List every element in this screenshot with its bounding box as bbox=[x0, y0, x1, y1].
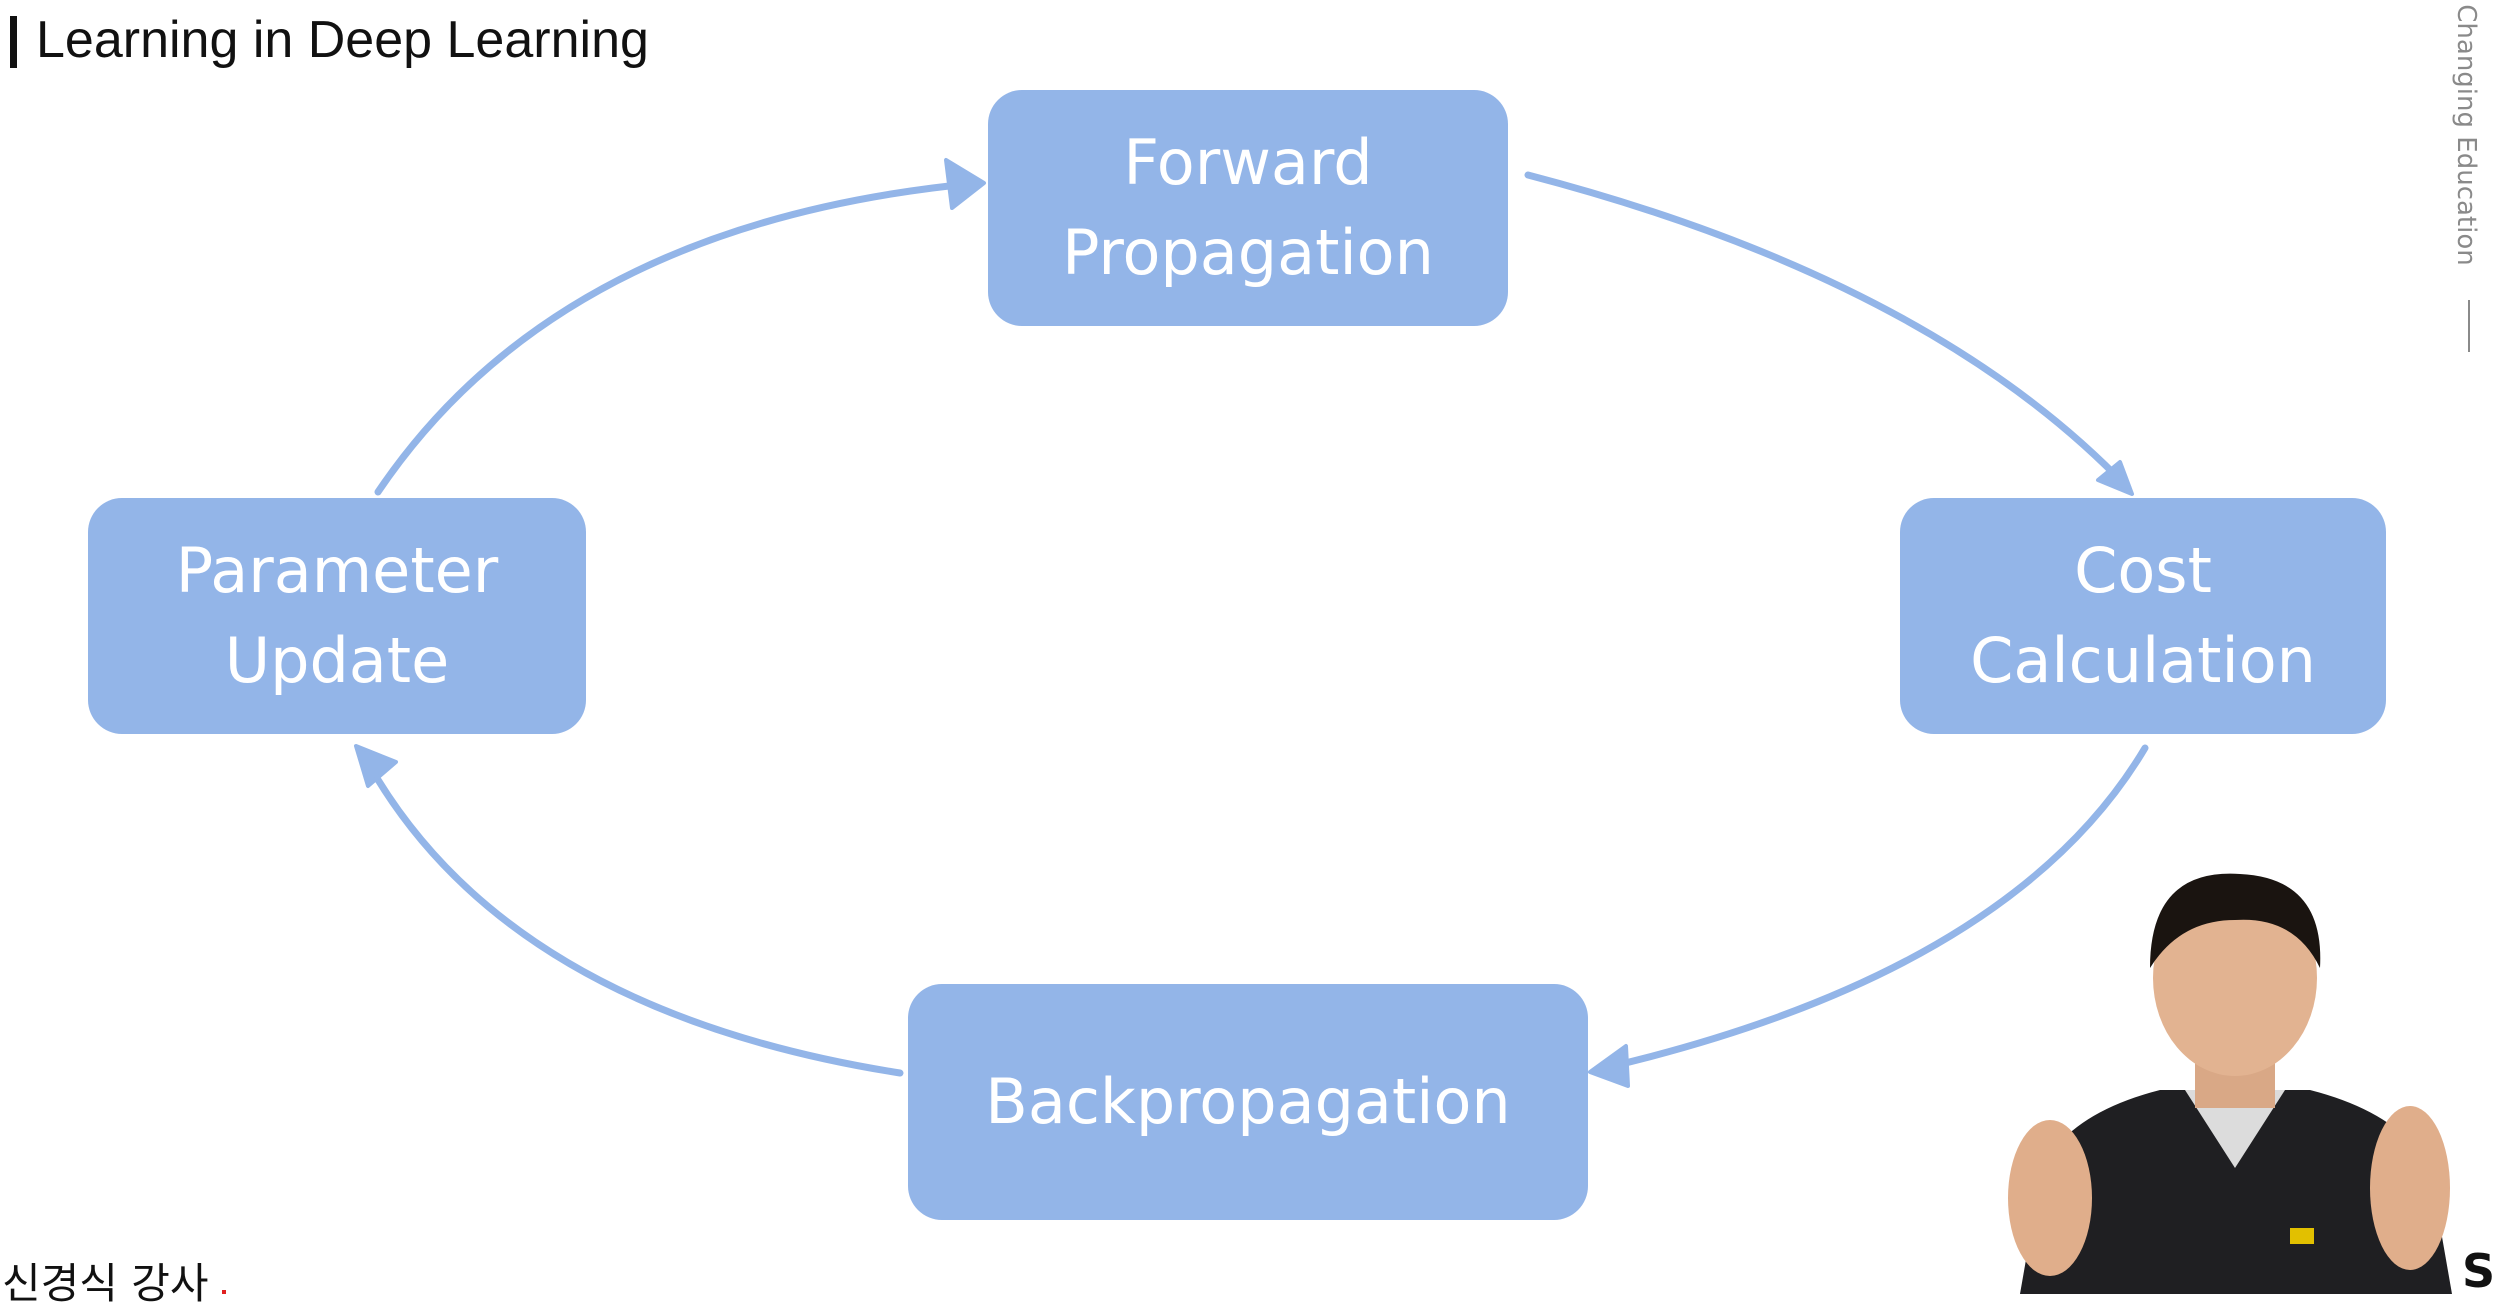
arrow-forward-to-cost bbox=[1524, 171, 2132, 492]
node-label-line: Parameter bbox=[175, 534, 499, 608]
node-label-line: Backpropagation bbox=[985, 1065, 1511, 1139]
edge-watermark-rule bbox=[2468, 300, 2470, 352]
shirt-logo-icon bbox=[2290, 1228, 2314, 1244]
node-backpropagation: Backpropagation bbox=[908, 984, 1588, 1220]
speaker-right-hand bbox=[2370, 1106, 2450, 1270]
arrowhead-forward bbox=[944, 158, 986, 210]
speaker-video-figure bbox=[2008, 873, 2452, 1294]
arrowhead-param bbox=[354, 744, 398, 788]
node-label-line: Cost bbox=[2074, 534, 2212, 608]
node-label-line: Calculation bbox=[1970, 624, 2316, 697]
edge-watermark-text: e Changing Education bbox=[2451, 0, 2481, 266]
node-label-line: Update bbox=[224, 624, 450, 697]
arrow-back-to-param bbox=[358, 748, 904, 1077]
speaker-left-hand bbox=[2008, 1120, 2092, 1276]
edge-watermark: e Changing Education bbox=[2445, 0, 2485, 300]
arrow-param-to-forward bbox=[374, 179, 982, 496]
instructor-caption: 신경식 강사 bbox=[2, 1259, 209, 1308]
title-accent-bar bbox=[10, 16, 17, 68]
node-label-line: Forward bbox=[1123, 126, 1373, 200]
node-cost-calculation: Cost Calculation bbox=[1900, 498, 2386, 734]
speaker-collar bbox=[2185, 1090, 2285, 1168]
caption-accent-dot bbox=[222, 1290, 226, 1294]
node-parameter-update: Parameter Update bbox=[88, 498, 586, 734]
node-forward-propagation: Forward Propagation bbox=[988, 90, 1508, 326]
speaker-face bbox=[2153, 880, 2317, 1076]
node-label-line: Propagation bbox=[1062, 216, 1434, 289]
arrowhead-cost bbox=[2096, 460, 2134, 496]
arrowhead-back bbox=[1588, 1044, 1630, 1088]
speaker-shirt bbox=[2020, 1090, 2452, 1294]
arrow-cost-to-back bbox=[1592, 744, 2149, 1074]
corner-glyph: S bbox=[2462, 1244, 2494, 1298]
speaker-hair bbox=[2150, 873, 2321, 968]
slide-title: Learning in Deep Learning bbox=[36, 11, 649, 69]
